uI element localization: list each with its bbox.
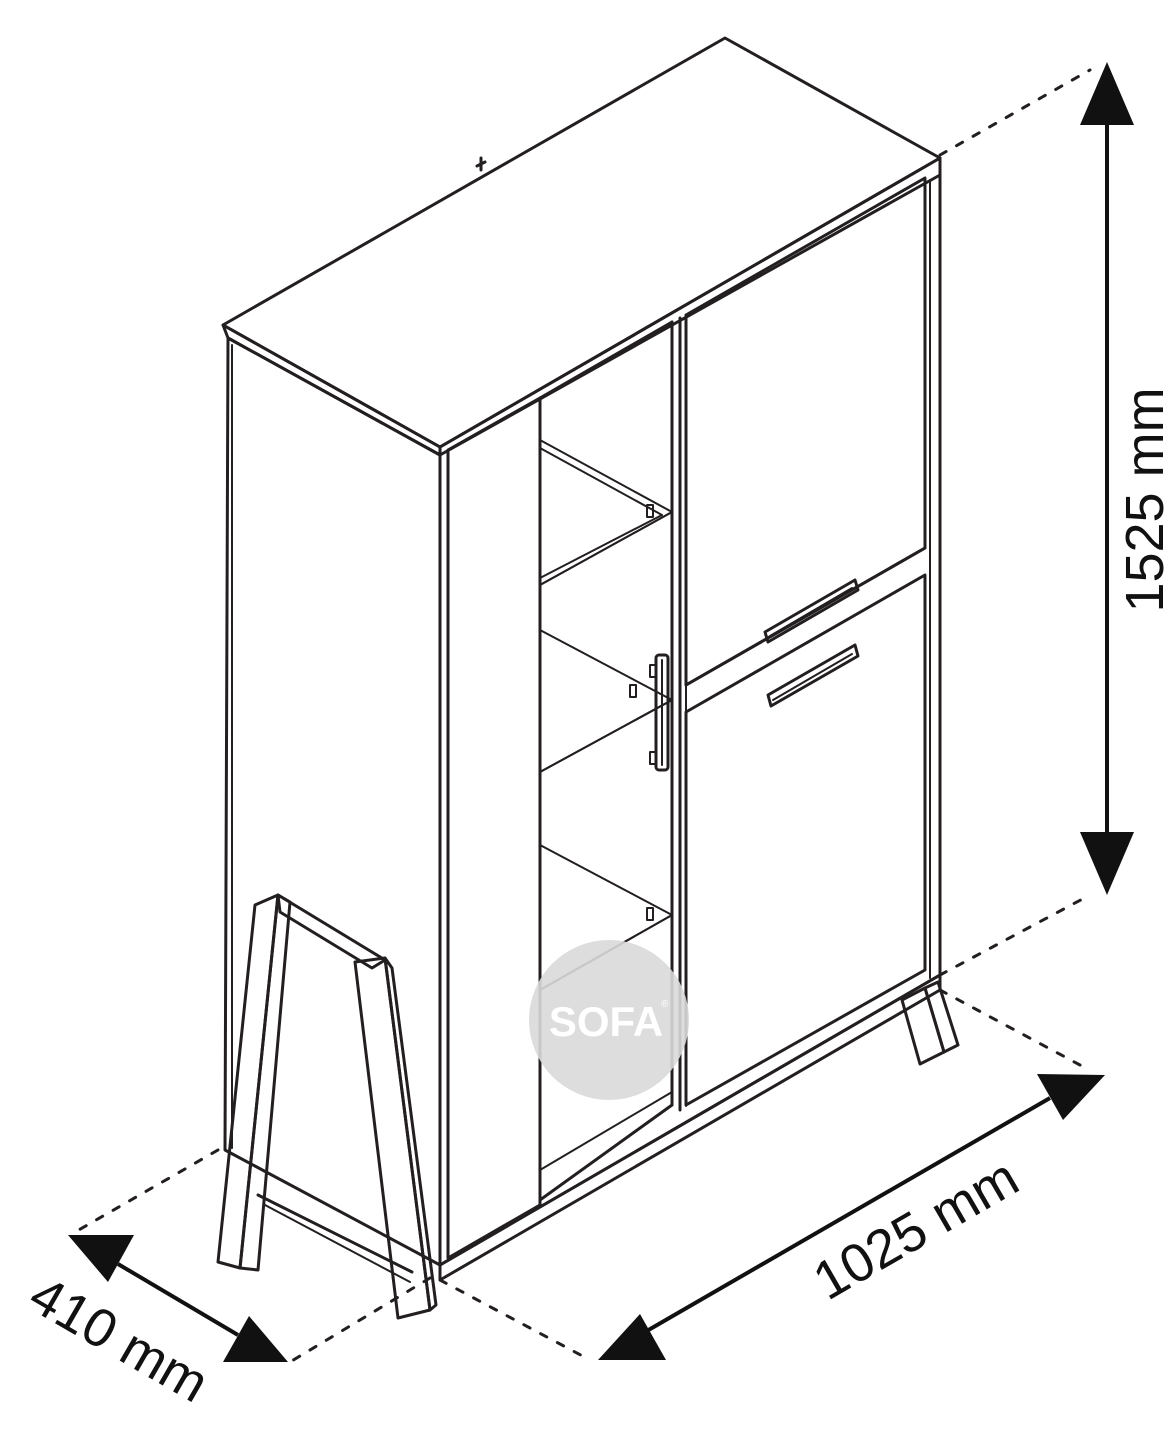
open-glass-door xyxy=(446,396,542,1260)
height-dimension: 1525 mm xyxy=(1080,62,1175,895)
height-label: 1525 mm xyxy=(1115,387,1175,612)
depth-dimension: 410 mm xyxy=(20,1235,288,1414)
shelf-compartment xyxy=(538,320,674,1202)
cabinet-front xyxy=(438,173,942,1282)
glass-shelf-2 xyxy=(539,629,673,773)
vertical-door-handle xyxy=(649,653,670,772)
arrowhead-down-icon xyxy=(1080,832,1134,895)
arrowhead-up-icon xyxy=(1080,62,1134,125)
depth-label: 410 mm xyxy=(20,1265,219,1415)
arrowhead-upper-right-icon xyxy=(1037,1074,1105,1120)
lower-door-handle xyxy=(766,643,860,708)
glass-shelf-1 xyxy=(539,439,673,586)
arrowhead-upper-left-icon xyxy=(68,1235,134,1282)
arrowhead-lower-left-icon xyxy=(598,1314,666,1360)
left-a-frame-leg xyxy=(216,893,438,1320)
arrowhead-lower-right-icon xyxy=(223,1316,288,1362)
watermark-logo: SOFA ® xyxy=(529,940,689,1100)
watermark-text: SOFA xyxy=(549,998,663,1045)
right-lower-door xyxy=(684,546,927,1107)
watermark-circle xyxy=(529,940,689,1100)
cabinet-top xyxy=(221,36,942,457)
front-right-leg xyxy=(900,980,960,1066)
watermark-registered-mark: ® xyxy=(661,999,669,1010)
width-dimension: 1025 mm xyxy=(598,1074,1105,1360)
width-label: 1025 mm xyxy=(804,1147,1029,1312)
extension-lines xyxy=(68,68,1092,1364)
